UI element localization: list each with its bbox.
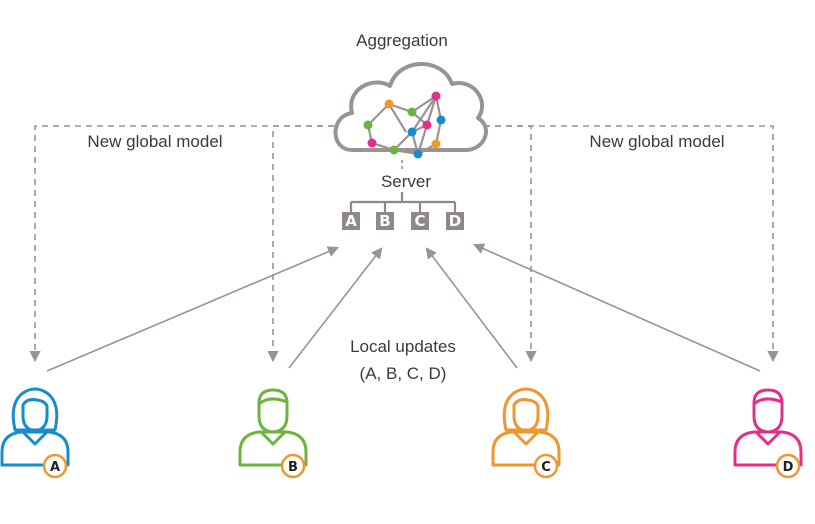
client-badge-d: D xyxy=(775,453,801,479)
local-updates-clients: (A, B, C, D) xyxy=(360,364,447,383)
server-box-a-label: A xyxy=(345,212,357,230)
client-badge-label: B xyxy=(288,460,298,475)
update-arrow-from-d xyxy=(472,243,761,372)
dashed-line-to-d xyxy=(462,125,779,363)
dashed-line-to-c xyxy=(462,125,537,363)
left-global-model-label: New global model xyxy=(87,132,222,151)
client-d: D xyxy=(733,388,803,479)
client-badge-b: B xyxy=(280,453,306,479)
client-badge-c: C xyxy=(533,453,559,479)
female-user-icon xyxy=(491,387,561,467)
client-badge-label: D xyxy=(783,460,794,475)
server-box-c: C xyxy=(411,212,429,230)
client-b: B xyxy=(238,388,308,479)
local-update-arrows xyxy=(46,243,761,372)
server-box-a: A xyxy=(342,212,360,230)
right-global-model-label: New global model xyxy=(589,132,724,151)
server-box-c-label: C xyxy=(414,212,425,230)
female-user-icon xyxy=(0,387,70,467)
server-box-d-label: D xyxy=(449,212,461,230)
update-arrow-from-c xyxy=(425,247,518,369)
dashed-line-to-b xyxy=(267,125,345,363)
global-model-dashed-lines xyxy=(29,125,779,363)
clients-group: A B C D xyxy=(0,387,803,479)
client-badge-label: C xyxy=(541,460,551,475)
server-box-b: B xyxy=(376,212,394,230)
update-arrow-from-b xyxy=(288,247,383,369)
network-nodes xyxy=(363,91,446,159)
client-badge-a: A xyxy=(42,453,68,479)
update-arrow-from-a xyxy=(46,246,340,372)
dashed-line-to-a xyxy=(29,125,345,363)
server-label: Server xyxy=(381,172,431,191)
aggregation-title: Aggregation xyxy=(356,31,448,50)
server-bracket xyxy=(349,192,457,212)
client-badge-label: A xyxy=(50,460,60,475)
server-box-b-label: B xyxy=(379,212,390,230)
local-updates-label: Local updates xyxy=(350,337,456,356)
cloud-icon xyxy=(333,62,488,159)
male-user-icon xyxy=(238,388,308,467)
male-user-icon xyxy=(733,388,803,467)
server-boxes: A B C D xyxy=(342,212,464,230)
client-a: A xyxy=(0,387,70,479)
client-c: C xyxy=(491,387,561,479)
server-box-d: D xyxy=(446,212,464,230)
